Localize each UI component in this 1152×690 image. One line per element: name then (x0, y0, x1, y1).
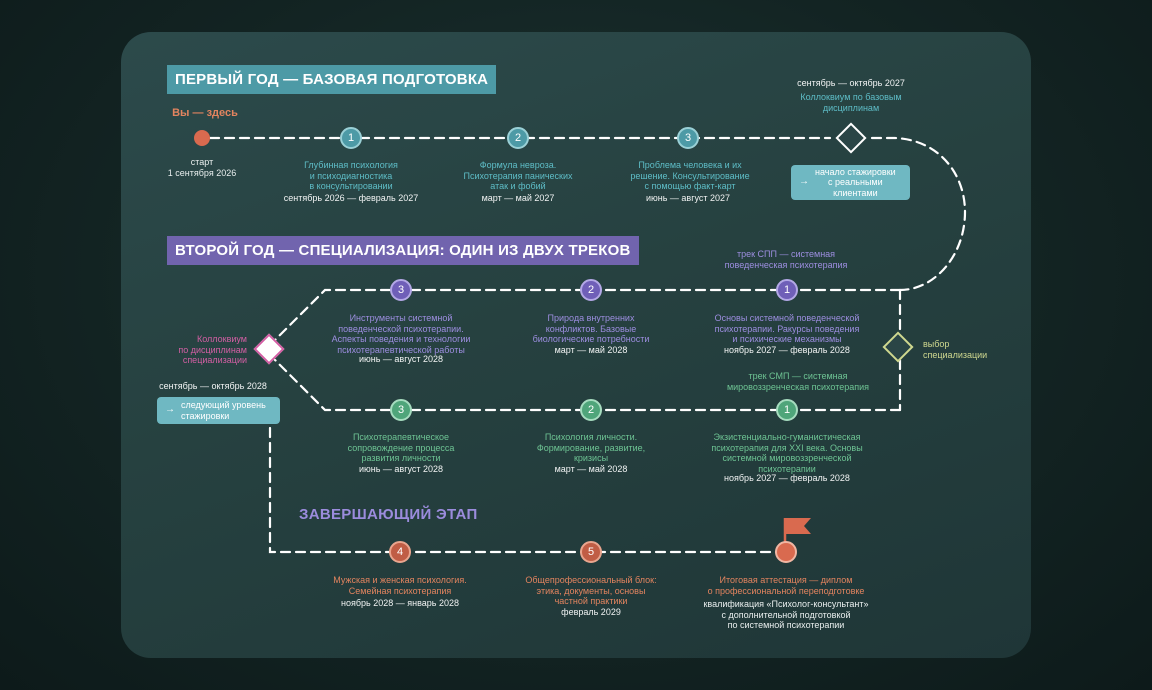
you-are-here-label: Вы — здесь (172, 107, 238, 119)
spp-step-1-node[interactable]: 1 (776, 279, 798, 301)
final-attestation-node[interactable] (775, 541, 797, 563)
final-stage-title: ЗАВЕРШАЮЩИЙ ЭТАП (299, 506, 478, 523)
year1-title: ПЕРВЫЙ ГОД — БАЗОВАЯ ПОДГОТОВКА (167, 65, 497, 94)
spp-step-2-node[interactable]: 2 (580, 279, 602, 301)
spp-step-1-date: ноябрь 2027 — февраль 2028 (724, 345, 850, 355)
smp-step-1-date: ноябрь 2027 — февраль 2028 (724, 473, 850, 483)
final-step-5-date: февраль 2029 (561, 607, 621, 617)
colloquium1-date: сентябрь — октябрь 2027 (797, 78, 905, 88)
year1-step-1-date: сентябрь 2026 — февраль 2027 (283, 193, 419, 203)
finish-flag-icon (783, 518, 811, 544)
year1-step-1-node[interactable]: 1 (340, 127, 362, 149)
year1-step-3-node[interactable]: 3 (677, 127, 699, 149)
spp-step-2-date: март — май 2028 (554, 345, 628, 355)
final-step-4-node[interactable]: 4 (389, 541, 411, 563)
smp-step-1-node[interactable]: 1 (776, 399, 798, 421)
spp-step-3-date: июнь — август 2028 (358, 354, 444, 364)
final-step-4-date: ноябрь 2028 — январь 2028 (341, 598, 459, 608)
final-step-5-node[interactable]: 5 (580, 541, 602, 563)
smp-step-2-date: март — май 2028 (554, 464, 628, 474)
arrow-right-icon: → (165, 404, 175, 416)
arrow-right-icon: → (799, 176, 809, 188)
smp-step-2-node[interactable]: 2 (580, 399, 602, 421)
year1-step-3-date: июнь — август 2027 (645, 193, 731, 203)
start-label: старт 1 сентября 2026 (167, 157, 237, 178)
spp-step-3-node[interactable]: 3 (390, 279, 412, 301)
smp-step-3-date: июнь — август 2028 (358, 464, 444, 474)
final-step-4-text: Мужская и женская психология.Семейная пс… (333, 575, 467, 596)
year1-step-2-node[interactable]: 2 (507, 127, 529, 149)
qualification-text: квалификация «Психолог-консультант»с доп… (703, 599, 869, 630)
year2-title: ВТОРОЙ ГОД — СПЕЦИАЛИЗАЦИЯ: ОДИН ИЗ ДВУХ… (167, 236, 639, 265)
year1-step-2-date: март — май 2027 (481, 193, 555, 203)
smp-step-3-node[interactable]: 3 (390, 399, 412, 421)
colloquium2-date: сентябрь — октябрь 2028 (159, 381, 267, 391)
start-point (194, 130, 210, 146)
final-step-5-text: Общепрофессиональный блок:этика, докумен… (525, 575, 657, 606)
smp-step-2-text: Психология личности.Формирование, развит… (536, 432, 646, 463)
